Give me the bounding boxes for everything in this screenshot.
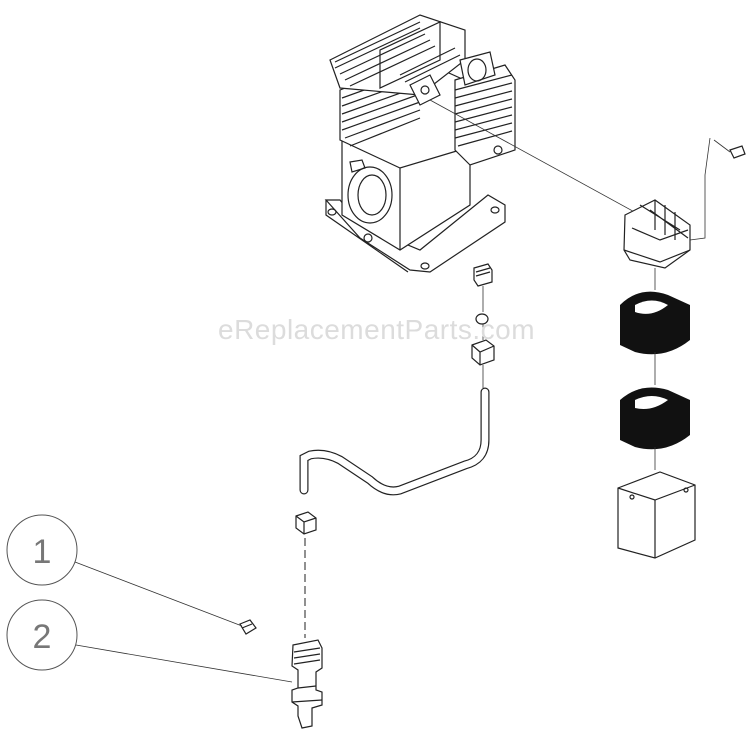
leader-line-pump	[429, 99, 641, 216]
tube-fitting-top	[473, 263, 493, 312]
leader-line-1	[74, 561, 243, 627]
discharge-tube	[299, 387, 490, 496]
filter-element-lower	[620, 387, 690, 450]
leader-line-screw	[689, 137, 711, 241]
compression-nut-bottom	[295, 511, 317, 535]
filter-housing	[623, 199, 691, 269]
small-fitting	[239, 619, 257, 635]
leader-line-2	[75, 644, 293, 683]
callout-2-label: 2	[33, 618, 52, 656]
check-valve	[291, 639, 323, 729]
callout-1[interactable]: 1	[6, 514, 78, 586]
compression-nut-top	[471, 339, 495, 388]
compressor-pump	[324, 14, 516, 273]
ferrule	[475, 313, 489, 340]
filter-cover	[617, 471, 696, 559]
filter-element-upper	[620, 291, 690, 355]
callout-2[interactable]: 2	[6, 599, 78, 671]
callout-1-label: 1	[33, 533, 52, 571]
screw	[713, 139, 746, 159]
